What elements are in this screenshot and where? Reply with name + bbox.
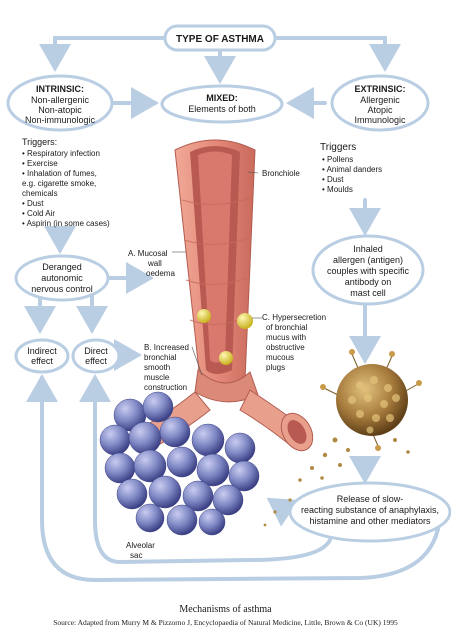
- trigger-item: chemicals: [22, 189, 58, 198]
- trigger-item: • Dust: [322, 175, 344, 184]
- mixed-line: Elements of both: [188, 104, 256, 114]
- label-c-hypersecretion: C. Hypersecretion of bronchial mucus wit…: [252, 313, 326, 372]
- mucus-plug: [237, 313, 253, 329]
- alveolar-label: Alveolar: [126, 541, 155, 550]
- svg-text:C. Hypersecretion: C. Hypersecretion: [262, 313, 326, 322]
- type-of-asthma-title: TYPE OF ASTHMA: [176, 34, 264, 45]
- arrow-icon: [26, 374, 443, 583]
- direct-line-1: Direct: [84, 346, 108, 356]
- trigger-item: e.g. cigarette smoke,: [22, 179, 96, 188]
- svg-text:A. Mucosal: A. Mucosal: [128, 249, 168, 258]
- triggers-right-title: Triggers: [320, 142, 356, 153]
- deranged-line-2: autonomic: [41, 273, 83, 283]
- trigger-item: • Respiratory infection: [22, 149, 100, 158]
- svg-text:mucous: mucous: [266, 353, 294, 362]
- inhaled-line: couples with specific: [327, 266, 410, 276]
- intrinsic-line-2: Non-atopic: [38, 105, 82, 115]
- release-line: histamine and other mediators: [309, 516, 431, 526]
- intrinsic-line-1: Non-allergenic: [31, 95, 90, 105]
- extrinsic-line-1: Allergenic: [360, 95, 400, 105]
- deranged-line-3: nervous control: [31, 284, 93, 294]
- extrinsic-title: EXTRINSIC:: [354, 84, 405, 94]
- release-mediators-node: Release of slow- reacting substance of a…: [288, 481, 451, 543]
- indirect-line-2: effect: [31, 356, 53, 366]
- triggers-right: Triggers • Pollens • Animal danders • Du…: [320, 142, 382, 194]
- mixed-title: MIXED:: [206, 93, 238, 103]
- svg-text:oedema: oedema: [146, 269, 175, 278]
- trigger-item: • Exercise: [22, 159, 58, 168]
- svg-text:muscle: muscle: [144, 373, 170, 382]
- direct-effect-node: Direct effect: [71, 338, 121, 374]
- arrow-icon: [79, 374, 332, 565]
- indirect-line-1: Indirect: [27, 346, 57, 356]
- svg-text:plugs: plugs: [266, 363, 285, 372]
- mucus-plug: [219, 351, 233, 365]
- inhaled-line: allergen (antigen): [333, 255, 403, 265]
- alveolar-label: sac: [130, 551, 142, 560]
- release-line: reacting substance of anaphylaxis,: [301, 505, 439, 515]
- intrinsic-title: INTRINSIC:: [36, 84, 84, 94]
- svg-text:smooth: smooth: [144, 363, 170, 372]
- trigger-item: • Cold Air: [22, 209, 55, 218]
- trigger-item: • Dust: [22, 199, 44, 208]
- svg-text:bronchial: bronchial: [144, 353, 177, 362]
- intrinsic-line-3: Non-immunologic: [25, 115, 96, 125]
- inhaled-allergen-node: Inhaled allergen (antigen) couples with …: [311, 234, 425, 306]
- svg-text:obstructive: obstructive: [266, 343, 305, 352]
- trigger-item: • Moulds: [322, 185, 353, 194]
- mixed-node: MIXED: Elements of both: [160, 84, 284, 124]
- indirect-effect-node: Indirect effect: [14, 338, 70, 374]
- deranged-autonomic-node: Deranged autonomic nervous control: [14, 254, 110, 302]
- trigger-item: • Animal danders: [322, 165, 382, 174]
- alveolar-sac-illustration: [99, 391, 260, 536]
- label-b-smooth-muscle: B. Increased bronchial smooth muscle con…: [144, 343, 203, 392]
- svg-text:mucus with: mucus with: [266, 333, 306, 342]
- mast-cell-illustration: [263, 349, 422, 527]
- arrow-icon: [39, 36, 167, 72]
- deranged-line-1: Deranged: [42, 262, 82, 272]
- svg-text:wall: wall: [147, 259, 162, 268]
- mucus-plug: [197, 309, 211, 323]
- inhaled-line: Inhaled: [353, 244, 383, 254]
- triggers-left: Triggers: • Respiratory infection • Exer…: [22, 137, 110, 228]
- intrinsic-node: INTRINSIC: Non-allergenic Non-atopic Non…: [6, 74, 114, 132]
- extrinsic-line-3: Immunologic: [354, 115, 406, 125]
- release-line: Release of slow-: [337, 494, 404, 504]
- trigger-item: • Inhalation of fumes,: [22, 169, 97, 178]
- connector-arrows: [24, 36, 443, 583]
- figure-caption-source: Source: Adapted from Murry M & Pizzorno …: [53, 618, 398, 627]
- bronchiole-label: Bronchiole: [262, 169, 300, 178]
- type-of-asthma-node: TYPE OF ASTHMA: [163, 24, 277, 52]
- trigger-item: • Pollens: [322, 155, 353, 164]
- direct-line-2: effect: [85, 356, 107, 366]
- arrow-icon: [273, 36, 401, 72]
- extrinsic-line-2: Atopic: [367, 105, 393, 115]
- svg-text:of bronchial: of bronchial: [266, 323, 308, 332]
- trigger-item: • Aspirin (in some cases): [22, 219, 110, 228]
- triggers-left-title: Triggers:: [22, 137, 57, 147]
- figure-caption-title: Mechanisms of asthma: [179, 604, 272, 615]
- inhaled-line: mast cell: [350, 288, 386, 298]
- svg-text:construction: construction: [144, 383, 187, 392]
- inhaled-line: antibody on: [345, 277, 392, 287]
- extrinsic-node: EXTRINSIC: Allergenic Atopic Immunologic: [330, 74, 430, 132]
- svg-text:B. Increased: B. Increased: [144, 343, 189, 352]
- label-a-mucosal-wall: A. Mucosal wall oedema: [128, 249, 186, 278]
